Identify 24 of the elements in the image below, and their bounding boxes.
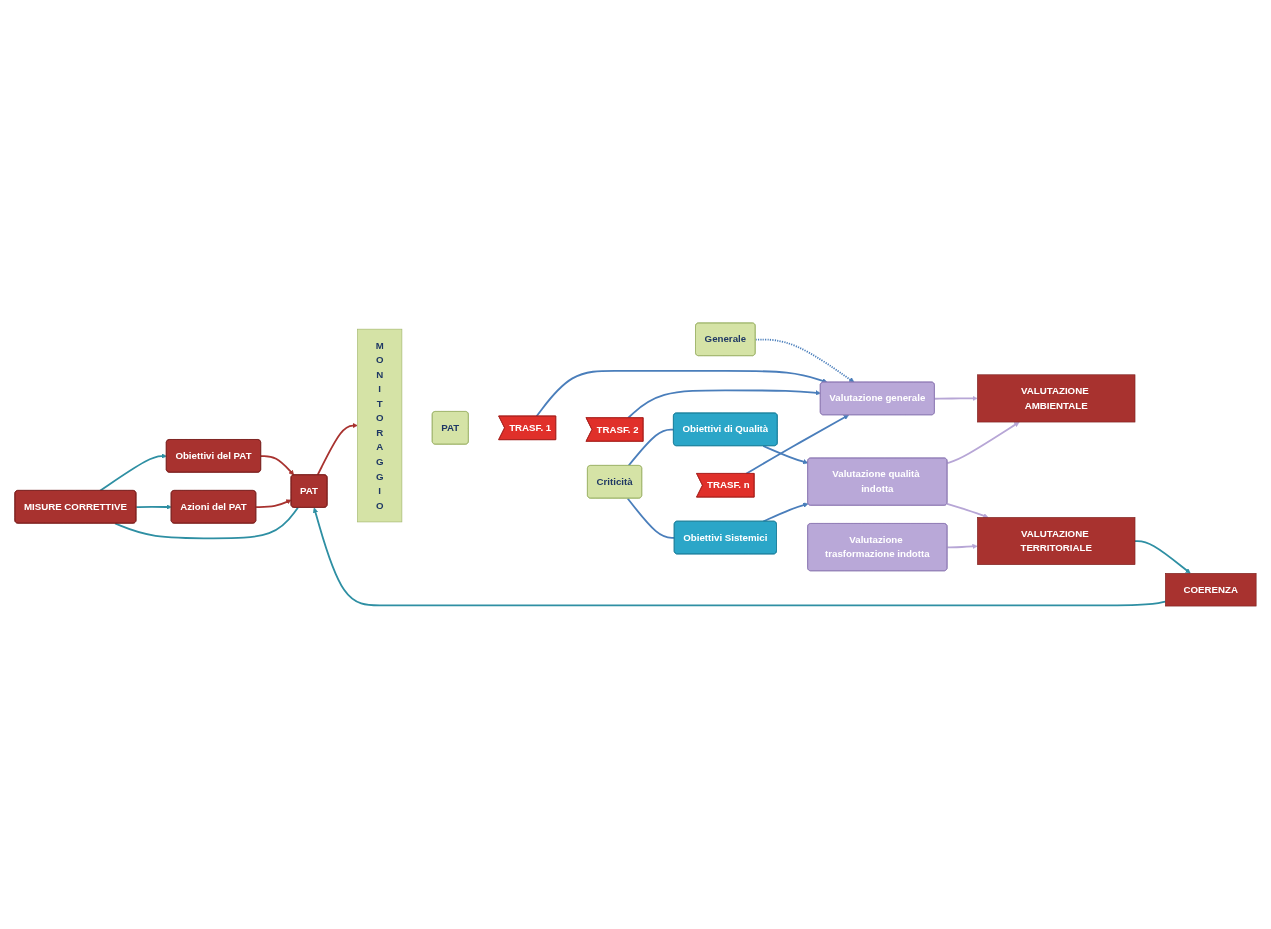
arrow <box>135 504 172 510</box>
arrow <box>99 453 167 492</box>
arrow <box>260 455 295 476</box>
connector <box>114 506 299 540</box>
arrow <box>627 389 821 419</box>
arrow <box>754 338 855 383</box>
node-box: VALUTAZIONE TERRITORIALE <box>977 517 1136 565</box>
arrow <box>933 395 978 402</box>
arrow <box>762 502 809 523</box>
arrow <box>762 445 809 465</box>
arrow <box>255 499 292 508</box>
node-box: VALUTAZIONE AMBIENTALE <box>977 374 1136 423</box>
arrow <box>745 414 849 475</box>
arrow <box>946 543 978 550</box>
node-box: MONITORAGGIO <box>357 328 403 523</box>
connector <box>627 428 675 467</box>
arrow <box>946 502 989 519</box>
arrow <box>1134 540 1191 574</box>
node-box: COERENZA <box>1165 573 1257 607</box>
arrow <box>312 507 1167 607</box>
arrow <box>535 369 828 418</box>
arrow <box>946 421 1020 464</box>
connector <box>626 497 676 539</box>
arrow <box>316 422 358 476</box>
